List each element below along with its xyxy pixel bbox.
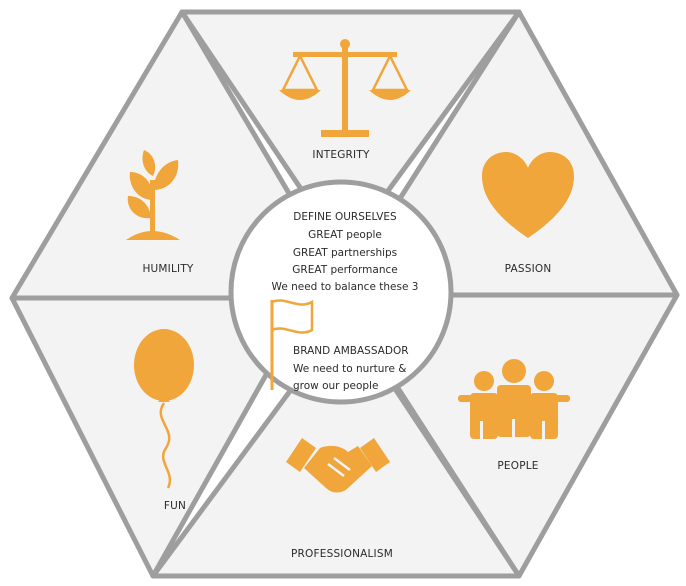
label-passion: PASSION (505, 263, 552, 275)
label-fun: FUN (164, 500, 186, 512)
handshake-icon (286, 438, 390, 493)
define-line-4: We need to balance these 3 (272, 281, 419, 293)
people-group-icon (458, 359, 570, 439)
label-people: PEOPLE (497, 460, 538, 472)
label-professionalism: PROFESSIONALISM (291, 548, 393, 560)
scales-icon (279, 39, 411, 137)
sprout-icon (126, 150, 180, 240)
brand-heading: BRAND AMBASSADOR (293, 345, 409, 357)
define-line-3: GREAT performance (292, 264, 397, 276)
brand-line-1: We need to nurture & (293, 363, 407, 375)
center-circle (228, 179, 454, 405)
heart-icon (482, 152, 574, 238)
flag-icon (270, 299, 314, 390)
label-humility: HUMILITY (142, 263, 193, 275)
balloon-icon (134, 329, 194, 489)
brand-line-2: grow our people (293, 380, 378, 392)
define-line-1: GREAT people (308, 229, 382, 241)
define-heading: DEFINE OURSELVES (293, 211, 397, 223)
brand-ambassador-block: BRAND AMBASSADOR We need to nurture & gr… (293, 345, 409, 392)
label-integrity: INTEGRITY (312, 149, 370, 161)
define-ourselves-block: DEFINE OURSELVES GREAT people GREAT part… (272, 211, 419, 293)
define-line-2: GREAT partnerships (293, 247, 397, 259)
